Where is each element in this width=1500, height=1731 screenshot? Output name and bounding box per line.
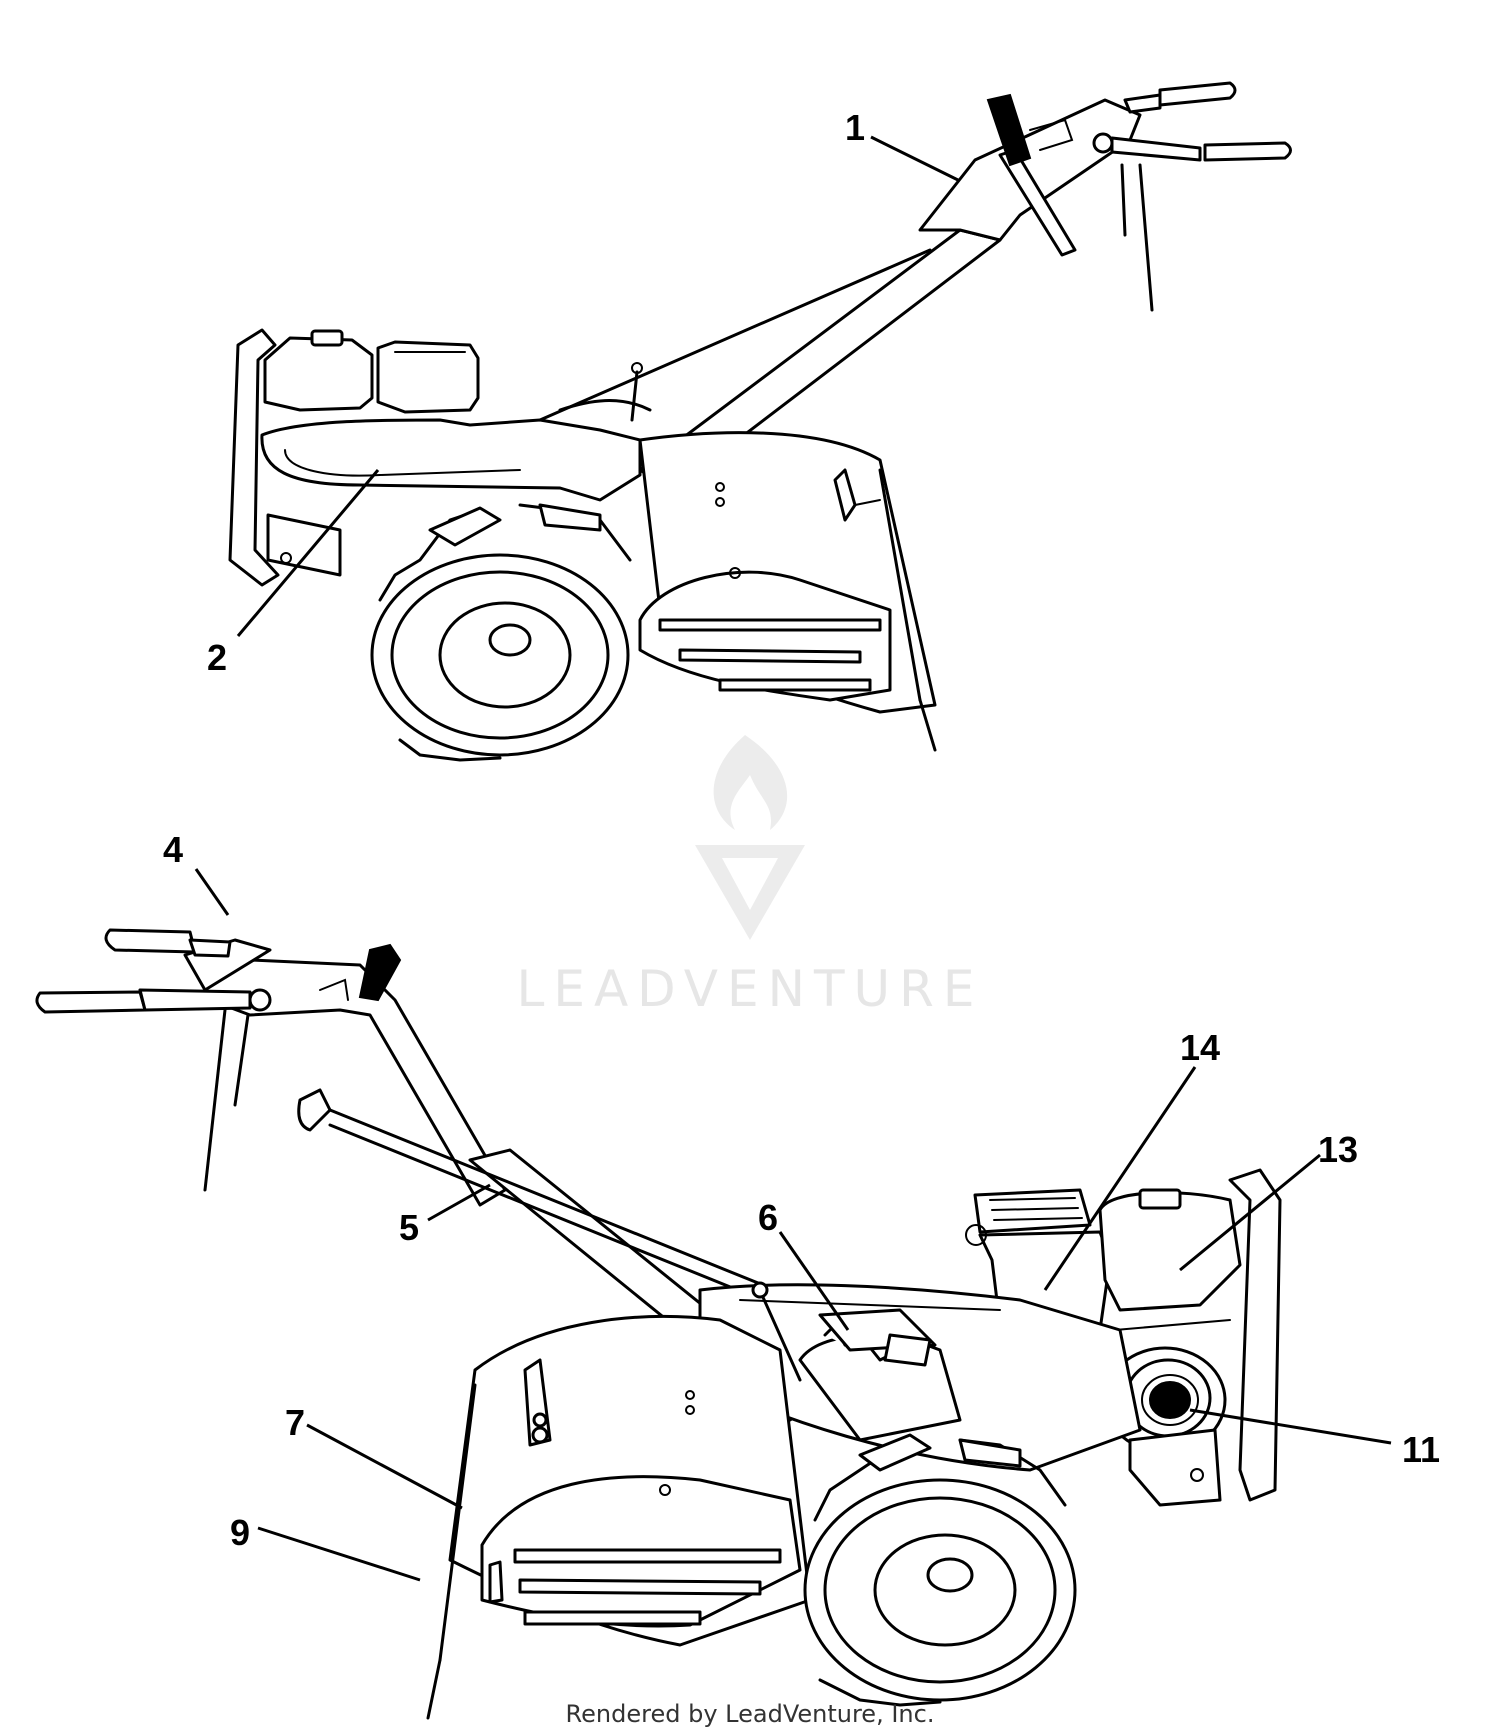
watermark-brand-text: LEADVENTURE <box>517 960 984 1018</box>
footer-credit: Rendered by LeadVenture, Inc. <box>566 1700 935 1728</box>
leader-14 <box>1043 1066 1197 1291</box>
callout-5: 5 <box>399 1207 419 1248</box>
callout-2: 2 <box>207 637 227 678</box>
callout-6: 6 <box>758 1197 778 1238</box>
leader-6 <box>778 1231 850 1331</box>
callout-14: 14 <box>1180 1027 1220 1068</box>
leader-2 <box>236 469 380 637</box>
leadventure-watermark: LEADVENTURE <box>517 735 984 1018</box>
leader-9 <box>257 1526 421 1582</box>
tiller-top-view <box>228 81 1292 762</box>
leader-1 <box>870 135 959 182</box>
callout-9: 9 <box>230 1512 250 1553</box>
callout-7: 7 <box>285 1402 305 1443</box>
callout-13: 13 <box>1318 1129 1358 1170</box>
flame-icon <box>713 735 788 830</box>
callout-11: 11 <box>1402 1429 1440 1470</box>
leader-11 <box>1189 1408 1392 1445</box>
leader-13 <box>1179 1153 1321 1272</box>
leader-lines <box>194 135 1392 1582</box>
leader-5 <box>427 1183 491 1222</box>
callout-4: 4 <box>163 829 183 870</box>
leader-4 <box>194 868 230 916</box>
leader-7 <box>306 1423 463 1510</box>
tiller-bottom-view <box>35 928 1282 1720</box>
callout-labels: 1 2 4 5 6 7 9 11 13 14 <box>163 107 1440 1553</box>
callout-1: 1 <box>845 107 865 148</box>
v-mark-icon <box>695 845 805 940</box>
